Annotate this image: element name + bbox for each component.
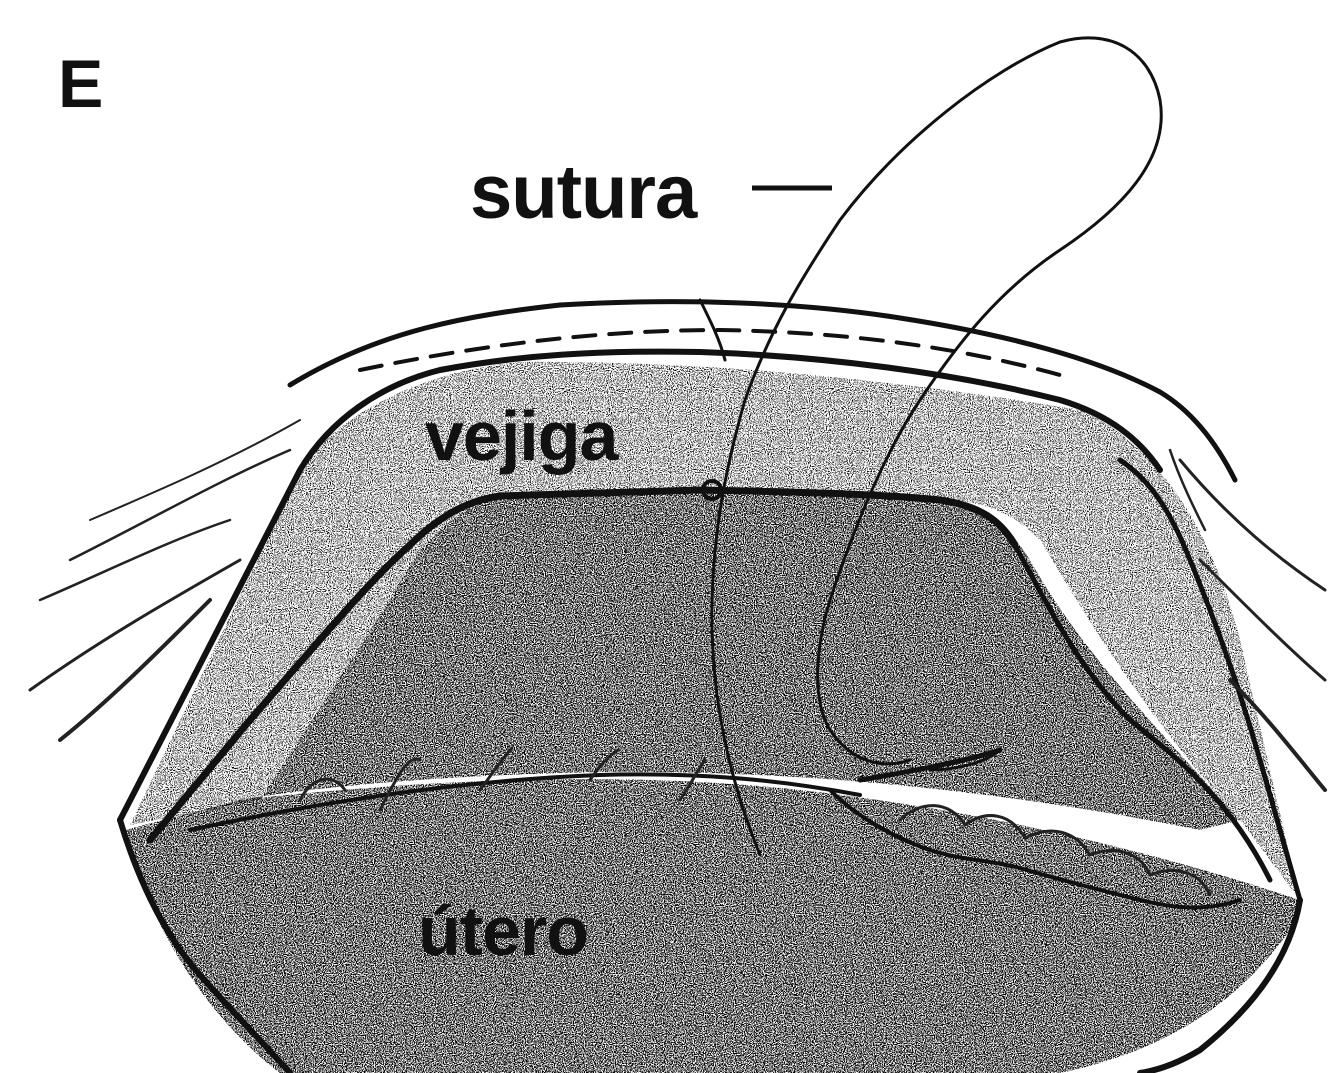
panel-letter: E — [58, 46, 103, 122]
suture-label: sutura — [470, 150, 698, 235]
bladder-label: vejiga — [425, 397, 620, 475]
uterus-label: útero — [418, 892, 588, 970]
